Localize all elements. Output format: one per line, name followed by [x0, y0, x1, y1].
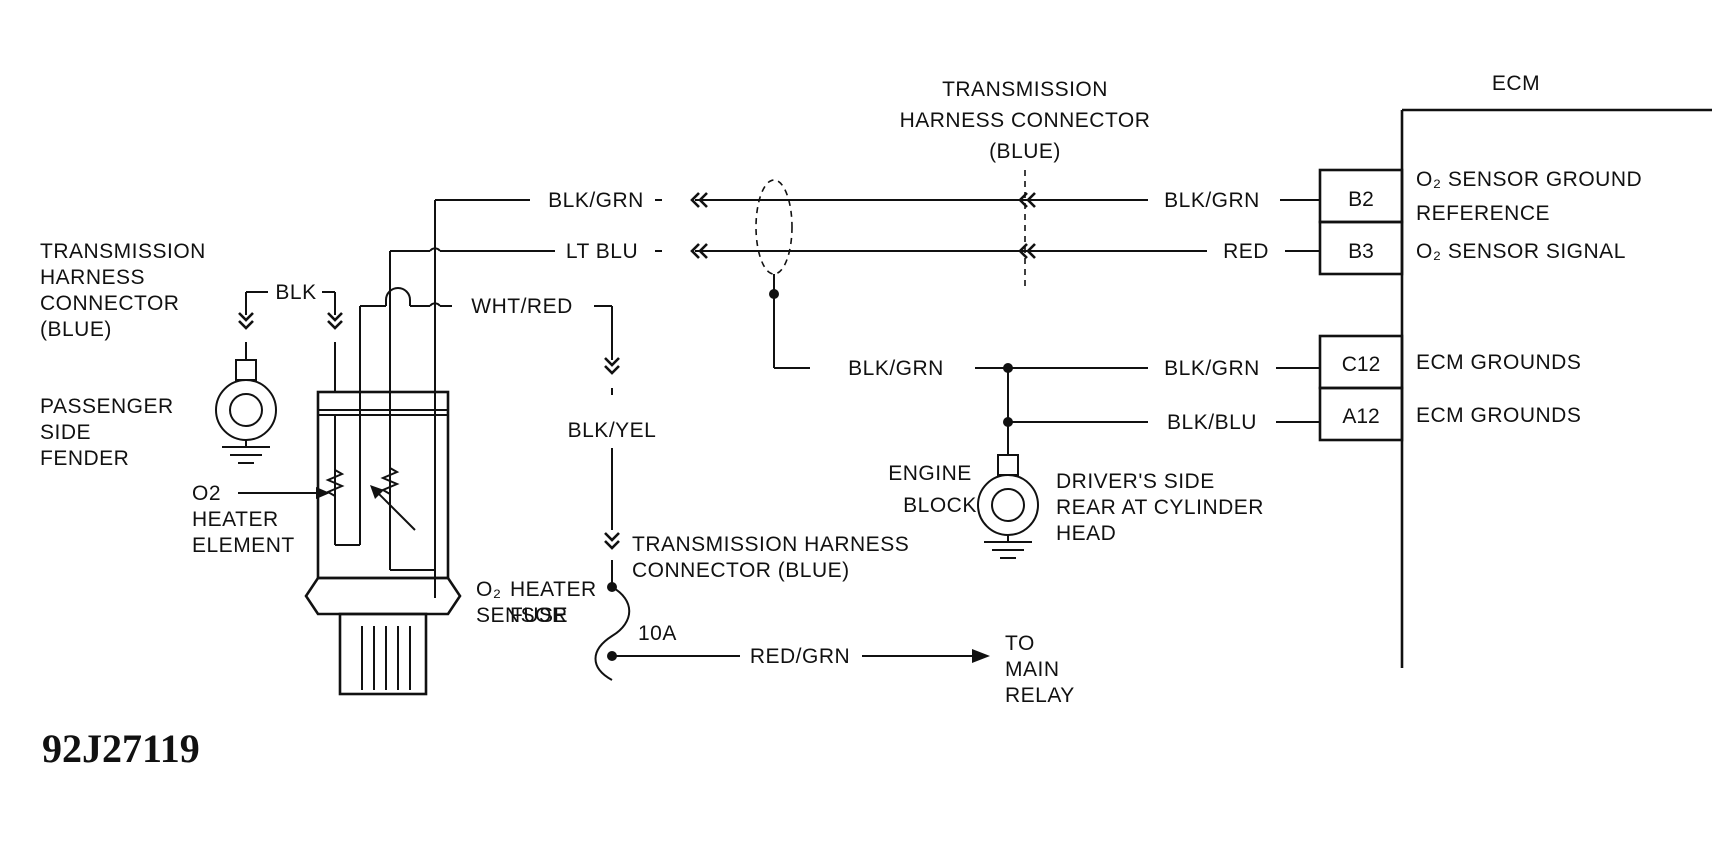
- ecm-pin-a12: A12: [1342, 405, 1379, 428]
- trans-left-line2: HARNESS: [40, 266, 145, 289]
- ecm-pin-b2: B2: [1348, 188, 1374, 211]
- figure-id: 92J27119: [42, 726, 200, 771]
- trans-connector-left: TRANSMISSION HARNESS CONNECTOR (BLUE) BL…: [40, 240, 344, 392]
- trans-top-line3: (BLUE): [989, 140, 1061, 163]
- wire-wht-red-heater: WHT/RED BLK/YEL: [385, 287, 657, 681]
- ecm-title: ECM: [1492, 72, 1540, 95]
- ecm-b2-function-line2: REFERENCE: [1416, 202, 1550, 225]
- shield-and-grounds: BLK/GRN BLK/GRN BLK/BLU: [755, 179, 1320, 455]
- heater-element-line3: ELEMENT: [192, 534, 295, 557]
- passenger-fender-ground: PASSENGER SIDE FENDER: [40, 359, 277, 470]
- wire-label-b2: BLK/GRN: [1164, 189, 1260, 212]
- ecm-pin-c12: C12: [1342, 353, 1381, 376]
- ecm-c12-function: ECM GROUNDS: [1416, 351, 1581, 374]
- trans-left-line1: TRANSMISSION: [40, 240, 206, 263]
- o2-sensor-line1: O₂: [476, 578, 502, 601]
- wire-blk-grn-signal: BLK/GRN BLK/GRN: [434, 189, 1320, 598]
- wire-label-c12: BLK/GRN: [1164, 357, 1260, 380]
- wire-label-sensor-blk-grn: BLK/GRN: [548, 189, 644, 212]
- heater-element-line1: O2: [192, 482, 221, 505]
- fuse-label-line1: HEATER: [510, 578, 597, 601]
- ecm-b3-function: O₂ SENSOR SIGNAL: [1416, 240, 1626, 263]
- engine-block-line2: BLOCK: [903, 494, 977, 517]
- wire-label-lt-blu: LT BLU: [566, 240, 638, 263]
- driver-ground-line1: DRIVER'S SIDE: [1056, 470, 1215, 493]
- trans-left-line3: CONNECTOR: [40, 292, 179, 315]
- wire-red-grn-main-relay: RED/GRN TO MAIN RELAY: [612, 632, 1075, 707]
- trans-top-line1: TRANSMISSION: [942, 78, 1108, 101]
- ecm-pin-b3: B3: [1348, 240, 1374, 263]
- wire-label-b3: RED: [1223, 240, 1269, 263]
- main-relay-line2: MAIN: [1005, 658, 1060, 681]
- wire-label-red-grn: RED/GRN: [750, 645, 850, 668]
- wire-red-lt-blu-signal: RED LT BLU: [389, 240, 1320, 570]
- ecm-b2-function-line1: O₂ SENSOR GROUND: [1416, 168, 1642, 191]
- heater-element-line2: HEATER: [192, 508, 279, 531]
- passenger-ground-line1: PASSENGER: [40, 395, 174, 418]
- heater-element-label: O2 HEATER ELEMENT: [192, 482, 330, 557]
- passenger-ground-line3: FENDER: [40, 447, 129, 470]
- wire-label-blk-yel: BLK/YEL: [568, 419, 657, 442]
- trans-bottom-line1: TRANSMISSION HARNESS: [632, 533, 909, 556]
- o2-sensor-line2: SENSOR: [476, 604, 568, 627]
- trans-left-line4: (BLUE): [40, 318, 112, 341]
- engine-block-ground: ENGINE BLOCK DRIVER'S SIDE REAR AT CYLIN…: [888, 454, 1264, 559]
- fuse-label-line2: FUSE: [510, 604, 568, 627]
- trans-connector-top: TRANSMISSION HARNESS CONNECTOR (BLUE): [900, 78, 1151, 290]
- wire-label-blk: BLK: [275, 281, 316, 304]
- passenger-ground-line2: SIDE: [40, 421, 91, 444]
- o2-sensor: O₂ SENSOR: [304, 305, 568, 696]
- ecm-a12-function: ECM GROUNDS: [1416, 404, 1581, 427]
- main-relay-line3: RELAY: [1005, 684, 1075, 707]
- wire-label-shield-blk-grn: BLK/GRN: [848, 357, 944, 380]
- wire-label-a12: BLK/BLU: [1167, 411, 1257, 434]
- driver-ground-line2: REAR AT CYLINDER: [1056, 496, 1264, 519]
- wire-label-wht-red: WHT/RED: [471, 295, 573, 318]
- fuse-symbol: [594, 586, 631, 681]
- driver-ground-line3: HEAD: [1056, 522, 1116, 545]
- trans-top-line2: HARNESS CONNECTOR: [900, 109, 1151, 132]
- fuse-rating: 10A: [638, 622, 677, 645]
- trans-bottom-line2: CONNECTOR (BLUE): [632, 559, 850, 582]
- ecm-block: ECM B2 B3 C12 A12 O₂ SENSOR GROUND REFER…: [1318, 72, 1712, 668]
- engine-block-line1: ENGINE: [888, 462, 972, 485]
- main-relay-line1: TO: [1005, 632, 1035, 655]
